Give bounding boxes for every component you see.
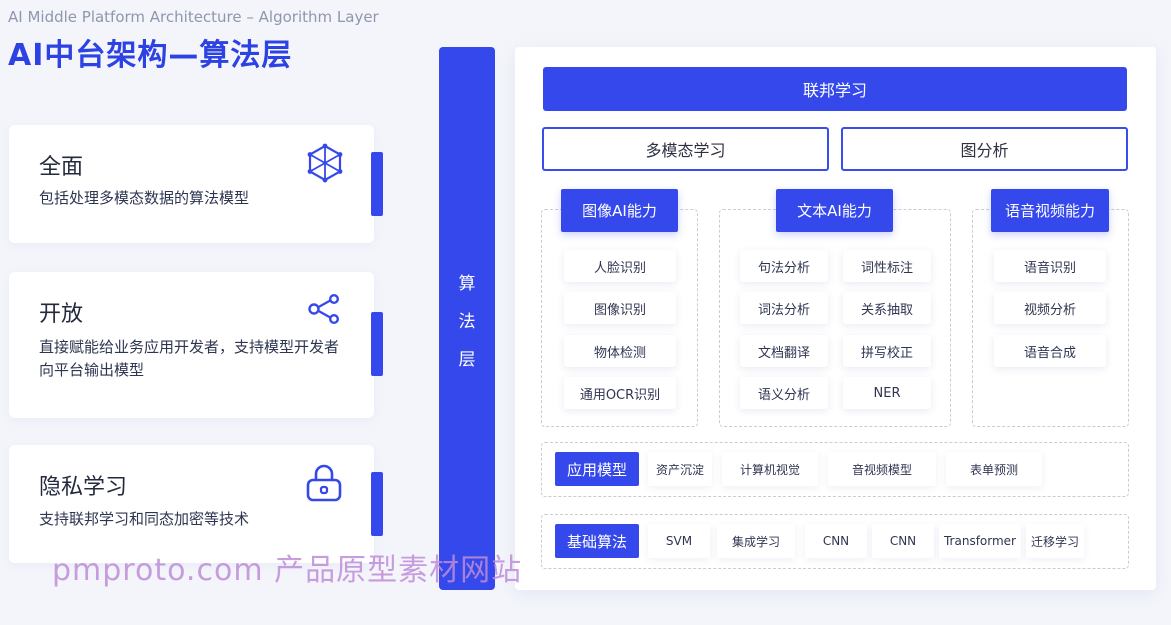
base-algo-chip: CNN [805, 524, 867, 558]
graph-analysis-box: 图分析 [841, 127, 1128, 171]
base-algo-chip: 迁移学习 [1026, 524, 1084, 558]
feature-title: 全面 [39, 155, 84, 180]
app-models-label: 应用模型 [555, 452, 639, 486]
base-algo-chip: Transformer [939, 524, 1021, 558]
capability-chip: 拼写校正 [843, 335, 931, 367]
feature-side-tab [371, 472, 383, 536]
app-model-chip: 计算机视觉 [722, 452, 818, 486]
capability-chip: 人脸识别 [564, 250, 676, 282]
share-icon [307, 294, 341, 328]
capability-chip: 语音识别 [994, 250, 1106, 282]
capability-chip: NER [843, 377, 931, 409]
lock-icon [305, 463, 343, 507]
feature-card-privacy: 隐私学习 支持联邦学习和同态加密等技术 [9, 445, 374, 563]
base-algos-group [541, 514, 1129, 569]
feature-title: 隐私学习 [39, 475, 128, 500]
app-model-chip: 表单预测 [946, 452, 1042, 486]
base-algos-label: 基础算法 [555, 524, 639, 558]
feature-side-tab [371, 312, 383, 376]
feature-card-open: 开放 直接赋能给业务应用开发者，支持模型开发者向平台输出模型 [9, 272, 374, 418]
capability-chip: 文档翻译 [740, 335, 828, 367]
capability-chip: 句法分析 [740, 250, 828, 282]
capability-chip: 物体检测 [564, 335, 676, 367]
base-algo-chip: CNN [872, 524, 934, 558]
algo-layer-char: 层 [458, 350, 476, 370]
app-model-chip: 资产沉淀 [648, 452, 712, 486]
feature-title: 开放 [39, 302, 84, 327]
speech-video-header: 语音视频能力 [991, 189, 1109, 232]
capability-chip: 视频分析 [994, 292, 1106, 324]
text-ai-header: 文本AI能力 [776, 189, 893, 232]
multimodal-learning-box: 多模态学习 [542, 127, 829, 171]
feature-desc: 包括处理多模态数据的算法模型 [39, 189, 250, 207]
feature-card-comprehensive: 全面 包括处理多模态数据的算法模型 [9, 125, 374, 243]
capability-chip: 图像识别 [564, 292, 676, 324]
page-title: AI中台架构—算法层 [8, 38, 293, 73]
capability-chip: 词性标注 [843, 250, 931, 282]
app-model-chip: 音视频模型 [828, 452, 936, 486]
capability-chip: 词法分析 [740, 292, 828, 324]
federated-learning-box: 联邦学习 [543, 67, 1127, 111]
app-models-group [541, 442, 1129, 497]
algorithm-layer-bar: 算 法 层 [439, 47, 495, 590]
feature-desc: 直接赋能给业务应用开发者，支持模型开发者向平台输出模型 [39, 338, 340, 379]
capability-chip: 通用OCR识别 [564, 377, 676, 409]
capability-chip: 关系抽取 [843, 292, 931, 324]
algo-layer-char: 法 [458, 312, 476, 332]
image-ai-header: 图像AI能力 [561, 189, 678, 232]
capability-chip: 语音合成 [994, 335, 1106, 367]
page-subtitle: AI Middle Platform Architecture – Algori… [8, 8, 379, 26]
hexagon-network-icon [305, 143, 345, 187]
watermark-text: pmproto.com 产品原型素材网站 [52, 553, 523, 588]
algo-layer-char: 算 [458, 274, 476, 294]
capability-chip: 语义分析 [740, 377, 828, 409]
feature-side-tab [371, 152, 383, 216]
feature-desc: 支持联邦学习和同态加密等技术 [39, 510, 250, 528]
base-algo-chip: 集成学习 [717, 524, 795, 558]
base-algo-chip: SVM [648, 524, 710, 558]
